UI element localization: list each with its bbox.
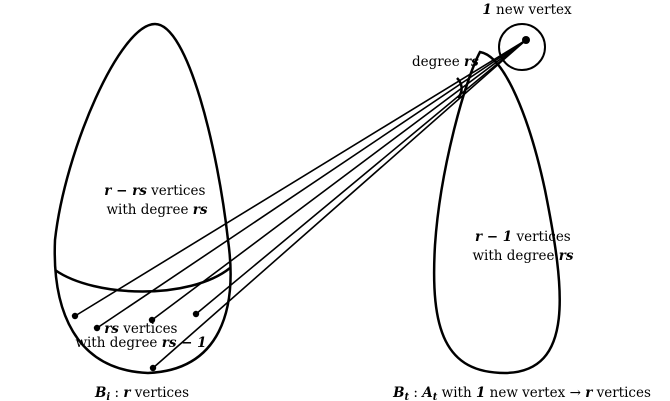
bottom-vertex-2	[93, 324, 101, 332]
left-caption: Bi : r vertices	[94, 385, 189, 401]
edge-5	[152, 39, 527, 369]
bottom-vertex-5	[149, 364, 157, 372]
left-bottom-set-label: rs vertices with degree rs − 1	[75, 321, 206, 351]
edges	[74, 39, 527, 369]
edge-3	[151, 39, 527, 321]
left-set-outline	[53, 22, 232, 375]
edge-2	[96, 39, 527, 329]
edge-1	[74, 39, 527, 317]
edge-4	[195, 39, 527, 315]
degree-label: degree rs	[412, 54, 479, 70]
degree-arc	[456, 77, 463, 99]
left-set-partition-curve	[54, 267, 231, 293]
bottom-vertex-4	[192, 310, 200, 318]
bottom-vertex-3	[148, 316, 156, 324]
right-set-label: r − 1 vertices with degree rs	[473, 229, 576, 264]
new-vertex	[522, 36, 530, 44]
bottom-vertex-1	[71, 312, 79, 320]
left-top-set-label: r − rs vertices with degree rs	[104, 183, 209, 218]
new-vertex-label: 1 new vertex	[482, 2, 572, 18]
right-caption: Bt : At with 1 new vertex → r vertices	[392, 385, 651, 401]
right-set-outline	[432, 50, 561, 375]
new-vertex-circle	[498, 23, 546, 71]
